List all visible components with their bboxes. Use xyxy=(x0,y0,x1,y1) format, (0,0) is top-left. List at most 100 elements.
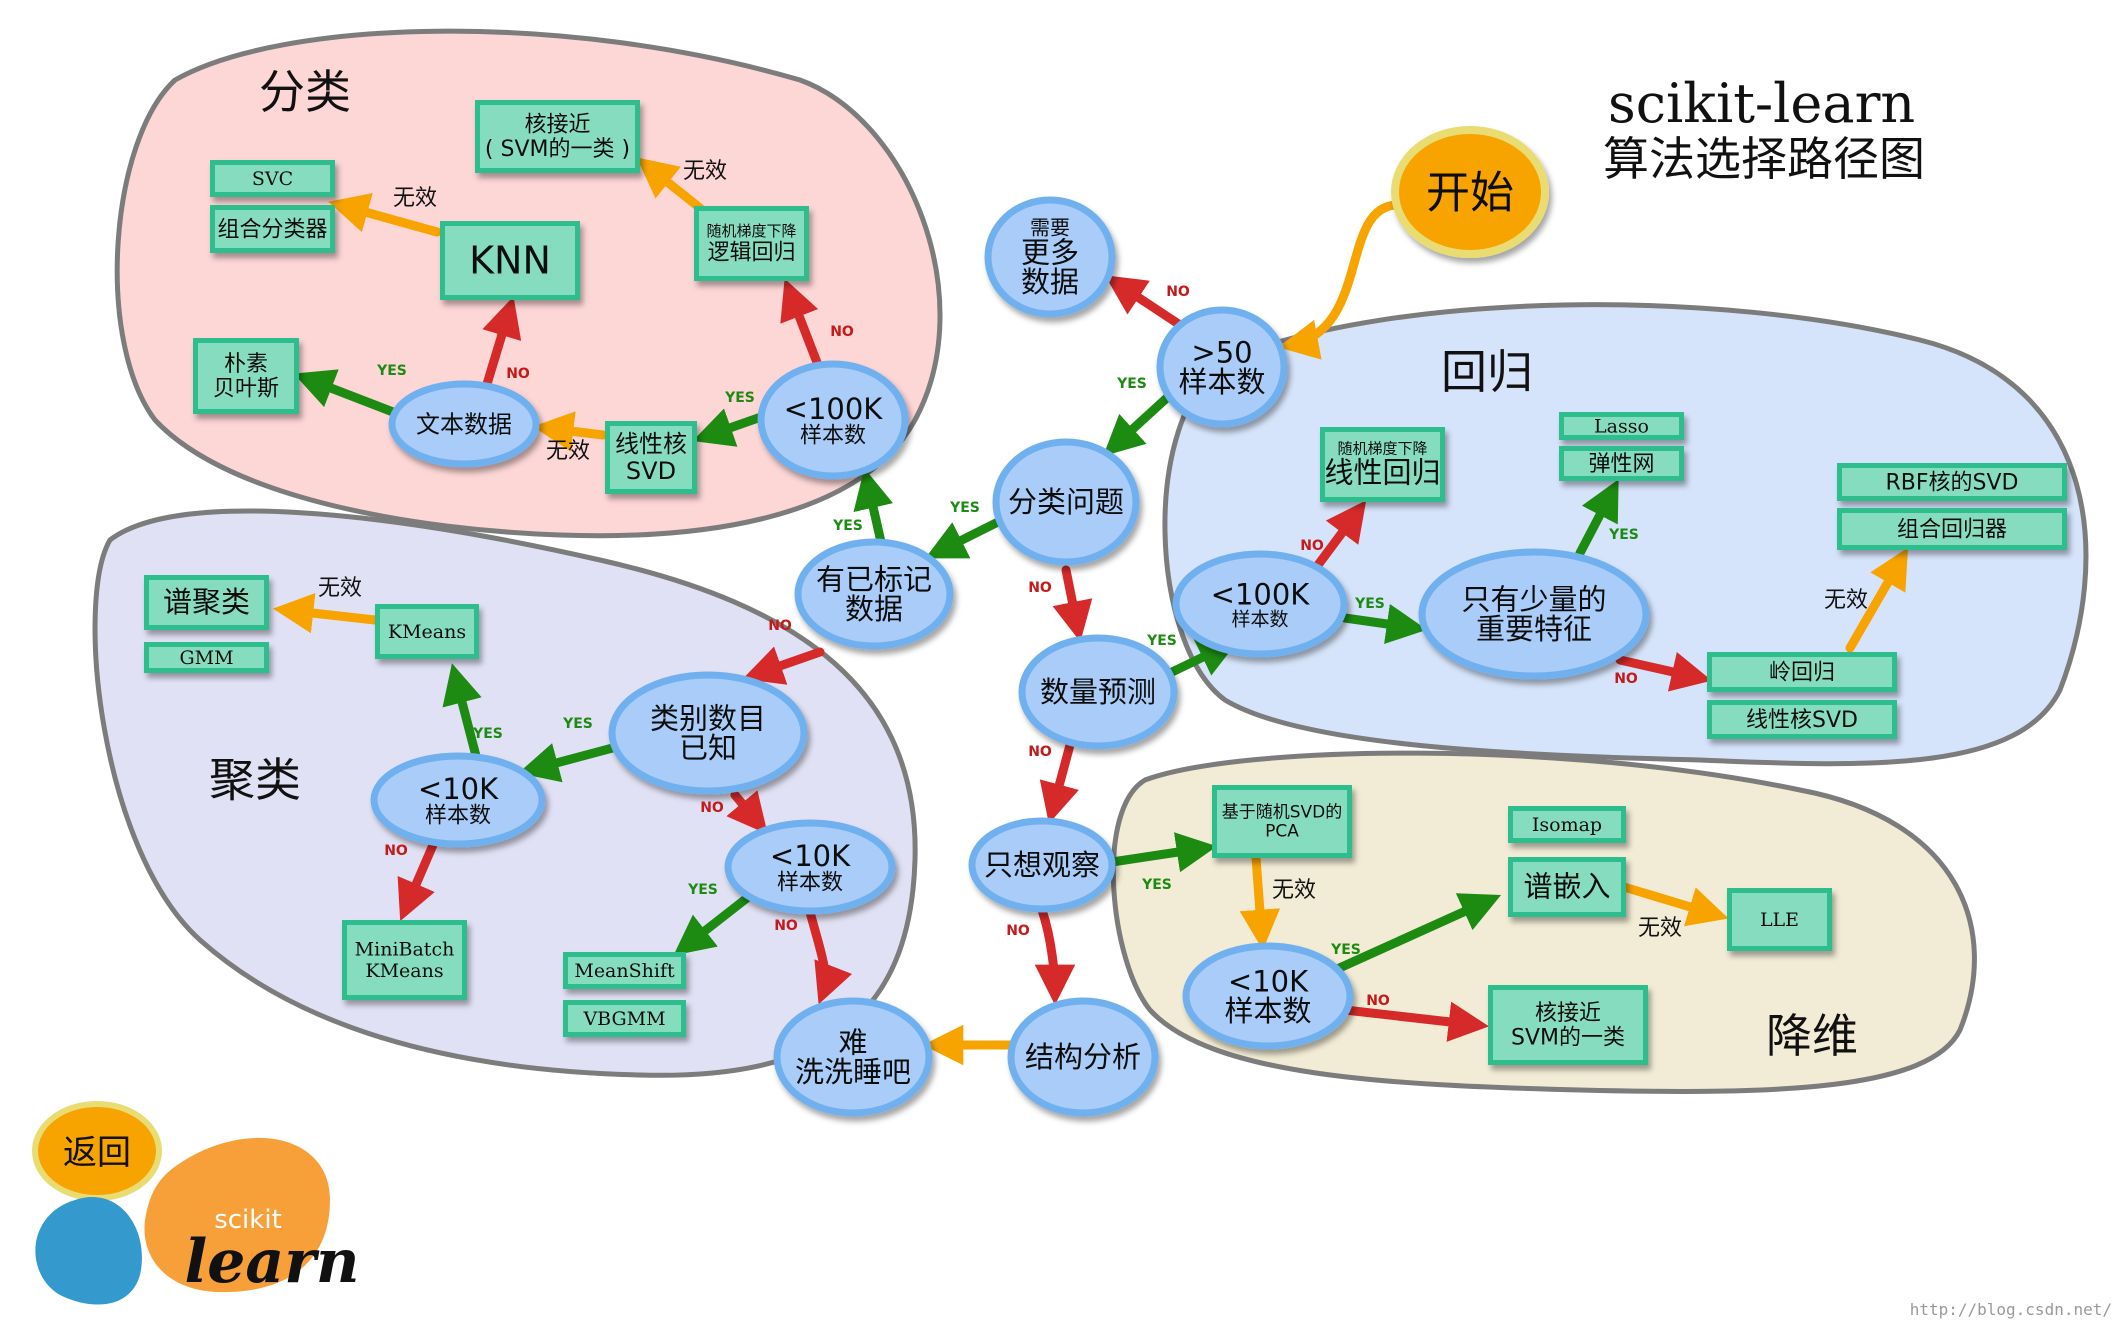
edge-label-fail: 无效 xyxy=(318,576,362,601)
node-label-line: 数据 xyxy=(845,592,903,626)
edge-clu_10k_a-to-kmeans xyxy=(442,663,482,761)
edge-labeled-to-cls_100k xyxy=(853,468,893,547)
estimator-svc[interactable]: SVC xyxy=(210,160,335,197)
estimator-fill xyxy=(445,226,575,295)
edge-red_10k-to-kernel_approx_red xyxy=(1340,1001,1490,1042)
node-label-line: 有已标记 xyxy=(816,562,932,596)
node-label-line: 结构分析 xyxy=(1025,1040,1141,1074)
estimator-gmm[interactable]: GMM xyxy=(144,642,269,673)
estimator-rbf-svr[interactable]: RBF核的SVD xyxy=(1837,463,2067,501)
estimator-label-line: MeanShift xyxy=(574,960,675,982)
back-button[interactable]: 返回 xyxy=(32,1101,162,1201)
estimator-spectral-emb[interactable]: 谱嵌入 xyxy=(1508,857,1626,917)
estimator-label-line: 朴素 xyxy=(224,352,268,377)
node-label-line: <100K xyxy=(784,392,884,426)
estimator-meanshift[interactable]: MeanShift xyxy=(563,952,686,989)
estimator-label-line: VBGMM xyxy=(582,1008,665,1030)
estimator-kernel-approx-cls[interactable]: 核接近( SVM的一类 ) xyxy=(475,100,640,173)
estimator-fill xyxy=(1513,862,1621,912)
estimator-fill xyxy=(1712,657,1892,687)
decision-node-predict-qty[interactable]: 数量预测 xyxy=(1018,634,1178,750)
estimator-label-line: 线性核SVD xyxy=(1746,708,1858,733)
estimator-kmeans[interactable]: KMeans xyxy=(375,604,479,659)
edge-label-yes: YES xyxy=(687,882,718,898)
watermark: http://blog.csdn.net/ xyxy=(1910,1300,2112,1319)
edge-random_pca-to-red_10k xyxy=(1239,853,1281,951)
edge-label-no: NO xyxy=(384,843,408,859)
edge-predict_qty-to-just_looking xyxy=(1039,740,1079,824)
decision-node-just-looking[interactable]: 只想观察 xyxy=(968,817,1116,913)
edge-cls_100k-to-sgd_cls xyxy=(780,278,823,370)
estimator-label-line: SVC xyxy=(252,168,293,190)
edge-label-fail: 无效 xyxy=(1272,878,1316,903)
estimator-ensemble-reg[interactable]: 组合回归器 xyxy=(1837,508,2067,550)
estimator-spectral-clu[interactable]: 谱聚类 xyxy=(144,575,269,630)
edge-label-yes: YES xyxy=(724,390,755,406)
estimator-label-line: 基于随机SVD的 xyxy=(1222,803,1343,823)
node-label-line: <100K xyxy=(1211,577,1311,611)
node-label-line: 样本数 xyxy=(425,803,491,828)
region-regression xyxy=(1162,302,2089,767)
estimator-elasticnet[interactable]: 弹性网 xyxy=(1559,446,1684,481)
decision-node-start[interactable]: 开始 xyxy=(1391,126,1549,258)
estimator-label-line: 贝叶斯 xyxy=(213,377,279,402)
estimator-vbgmm[interactable]: VBGMM xyxy=(563,1000,686,1037)
node-shape xyxy=(388,380,540,468)
node-shape xyxy=(1172,550,1348,658)
estimator-fill xyxy=(1842,513,2062,545)
estimator-label-line: 组合回归器 xyxy=(1897,517,2007,542)
edge-label-no: NO xyxy=(1028,580,1052,596)
node-shape xyxy=(1018,634,1178,750)
edge-clu_10k_b-to-meanshift xyxy=(673,893,752,956)
edge-label-yes: YES xyxy=(1330,942,1361,958)
node-label-line: <10K xyxy=(1228,964,1309,998)
estimator-label-line: 弹性网 xyxy=(1588,452,1654,477)
edge-label-yes: YES xyxy=(376,363,407,379)
estimator-lle[interactable]: LLE xyxy=(1727,888,1832,951)
decision-node-text-data[interactable]: 文本数据 xyxy=(388,380,540,468)
estimator-isomap[interactable]: Isomap xyxy=(1508,806,1626,843)
estimator-ridge[interactable]: 岭回归 xyxy=(1707,652,1897,692)
edge-label-no: NO xyxy=(1028,744,1052,760)
decision-node-is-category[interactable]: 分类问题 xyxy=(992,438,1140,566)
estimator-ensemble-cls[interactable]: 组合分类器 xyxy=(210,205,335,253)
node-label-line: 已知 xyxy=(679,731,737,765)
edge-clusters_known-to-clu_10k_a xyxy=(518,741,625,783)
node-shape xyxy=(992,438,1140,566)
node-shape xyxy=(1391,126,1549,258)
estimator-linear-svc[interactable]: 线性核SVD xyxy=(605,421,697,494)
node-label-line: 只有少量的 xyxy=(1461,582,1606,616)
decision-node-structure[interactable]: 结构分析 xyxy=(1007,997,1159,1117)
estimator-knn[interactable]: KNN xyxy=(440,221,580,300)
estimator-fill xyxy=(1732,893,1827,946)
estimator-lasso[interactable]: Lasso xyxy=(1559,412,1684,440)
estimator-label-line: RBF核的SVD xyxy=(1886,470,2019,495)
node-shape xyxy=(370,752,546,848)
edge-label-no: NO xyxy=(1166,284,1190,300)
node-shape xyxy=(1007,997,1159,1117)
estimator-linear-svr[interactable]: 线性核SVD xyxy=(1707,700,1897,739)
node-label-line: <10K xyxy=(770,839,851,873)
node-shape xyxy=(757,360,909,480)
edge-red_10k-to-spectral_emb xyxy=(1330,893,1502,975)
edge-spectral_emb-to-lle xyxy=(1619,882,1729,927)
node-label-line: 洗洗睡吧 xyxy=(795,1055,911,1089)
